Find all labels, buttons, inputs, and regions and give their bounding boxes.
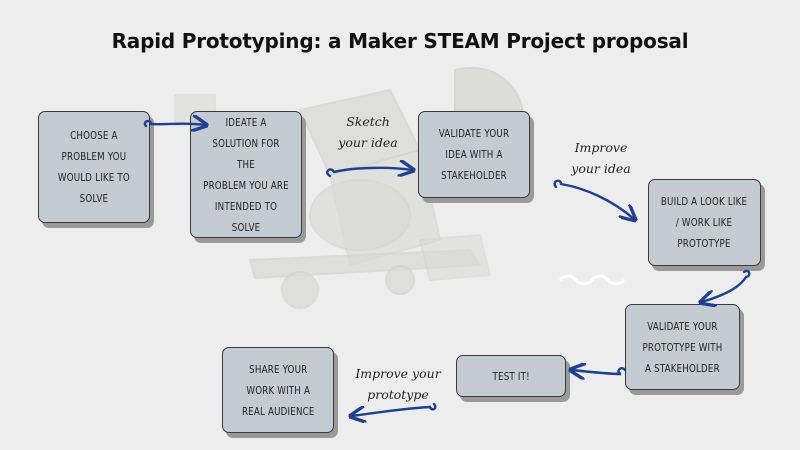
note-improve-idea: Improve your idea [571,140,631,176]
step-label: BUILD A LOOK LIKE / WORK LIKE PROTOTYPE [661,195,748,250]
step-label: IDEATE A SOLUTION FOR THE PROBLEM YOU AR… [203,115,289,234]
step-validate-idea: VALIDATE YOUR IDEA WITH A STAKEHOLDER [418,111,530,198]
step-test-it: TEST IT! [456,355,566,397]
step-label: CHOOSE A PROBLEM YOU WOULD LIKE TO SOLVE [57,129,131,205]
page-title: Rapid Prototyping: a Maker STEAM Project… [111,29,689,53]
step-choose-problem: CHOOSE A PROBLEM YOU WOULD LIKE TO SOLVE [38,111,150,223]
step-label: TEST IT! [492,369,530,383]
note-improve-prototype: Improve your prototype [355,366,441,402]
step-share-work: SHARE YOUR WORK WITH A REAL AUDIENCE [222,347,334,433]
note-sketch-idea: Sketch your idea [338,114,398,150]
step-label: SHARE YOUR WORK WITH A REAL AUDIENCE [241,362,315,418]
step-ideate-solution: IDEATE A SOLUTION FOR THE PROBLEM YOU AR… [190,111,302,238]
step-label: VALIDATE YOUR PROTOTYPE WITH A STAKEHOLD… [642,319,723,375]
step-validate-prototype: VALIDATE YOUR PROTOTYPE WITH A STAKEHOLD… [625,304,740,390]
step-label: VALIDATE YOUR IDEA WITH A STAKEHOLDER [438,127,510,182]
step-build-prototype: BUILD A LOOK LIKE / WORK LIKE PROTOTYPE [648,179,761,266]
